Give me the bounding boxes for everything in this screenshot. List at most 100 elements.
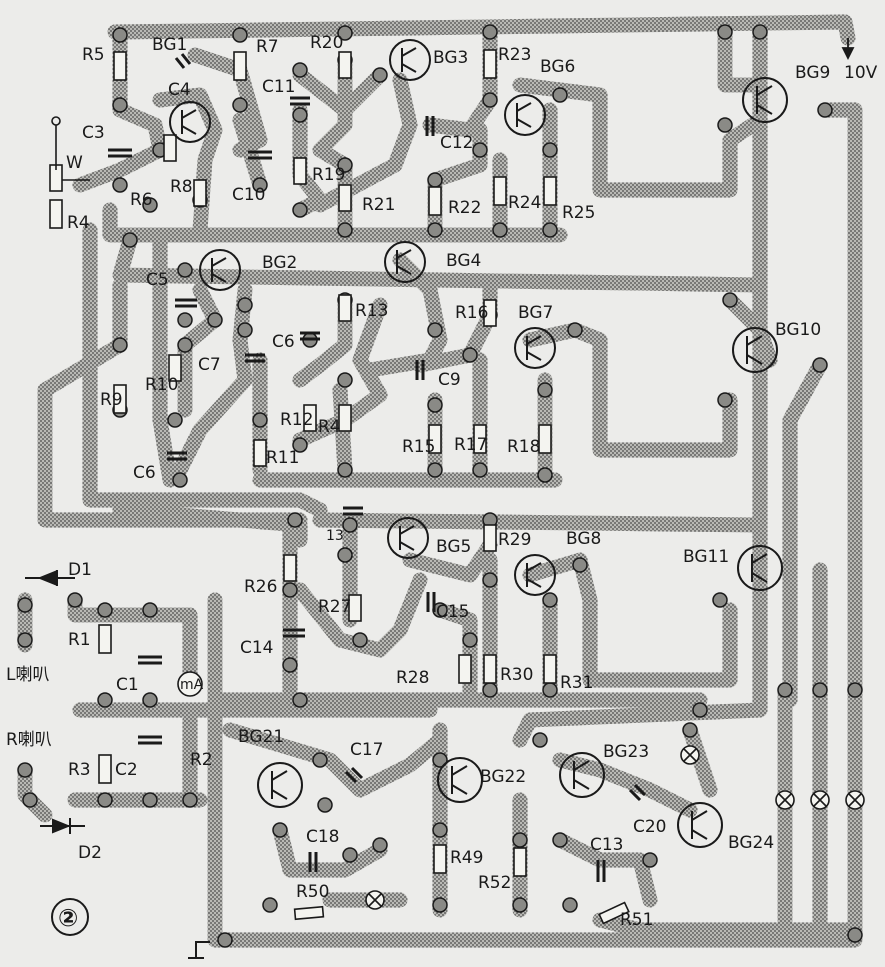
label-r18: R18 [507,437,540,457]
diode-symbols [25,570,85,834]
capacitor-bodies [108,53,647,882]
trace-bg8-out [522,552,738,688]
trace-inner-loop [82,222,328,518]
d2-symbol [40,818,85,834]
label-bg9: BG9 [795,63,830,83]
label-r15: R15 [402,437,435,457]
bg8-body [514,554,556,596]
label-c17: C17 [350,740,384,760]
label-c9: C9 [438,370,461,390]
label-r51: R51 [620,910,653,930]
ground-symbol [188,941,210,959]
trace-bottom-rail [207,692,863,948]
bg1-body [169,101,211,143]
indicator-lamps [365,745,865,910]
supply-label: 10V [844,63,878,83]
label-r13: R13 [355,301,388,321]
label-bg22: BG22 [480,767,526,787]
trace-c17 [222,722,448,798]
trace-bg3-e [312,72,418,213]
label-r9: R9 [100,390,123,410]
trace-r13 [292,292,353,388]
bg21-body [257,762,303,808]
label-r12: R12 [280,410,313,430]
label-r5: R5 [82,45,105,65]
label-r4b: R4 [318,417,341,437]
label-r30: R30 [500,665,533,685]
label-c10: C10 [232,185,266,205]
label-c13-small: 13 [326,528,344,544]
label-r6: R6 [130,190,153,210]
trace-c20 [552,752,698,818]
label-c20: C20 [633,817,667,837]
label-r8: R8 [170,177,193,197]
label-bg21: BG21 [238,727,284,747]
bg3-body [389,39,431,81]
label-c4: C4 [168,80,191,100]
trace-bg5-e [292,572,428,658]
bg9-body [742,77,788,123]
label-bg5: BG5 [436,537,471,557]
label-r50: R50 [296,882,329,902]
label-r49: R49 [450,848,483,868]
trace-bg10-in [722,292,778,368]
bg24-body [677,802,723,848]
d1-symbol [25,570,75,586]
transistor-bodies [169,39,788,848]
label-r20: R20 [310,33,343,53]
trace-c15 [402,537,498,583]
trace-left-loop [37,277,308,528]
label-r10: R10 [145,375,178,395]
label-r25: R25 [562,203,595,223]
meter-label: mA [180,677,204,693]
label-r16: R16 [455,303,488,323]
label-r1: R1 [68,630,91,650]
label-c18: C18 [306,827,340,847]
label-d1: D1 [68,560,92,580]
label-bg7: BG7 [518,303,553,323]
label-bg10: BG10 [775,320,821,340]
trace-bg11-col [512,532,768,748]
label-bg1: BG1 [152,35,187,55]
bg7-body [514,327,556,369]
label-c15: C15 [436,602,470,622]
figure-number-badge: ② [51,898,89,936]
bg22-body [437,757,483,803]
label-r29: R29 [498,530,531,550]
label-r3: R3 [68,760,91,780]
label-c14: C14 [240,638,274,658]
bg5-body [387,517,429,559]
label-r21: R21 [362,195,395,215]
label-c1: C1 [116,675,139,695]
component-labels: 10V BG1 BG2 BG3 BG4 BG5 BG6 BG7 BG8 BG9 … [6,33,878,930]
label-bg4: BG4 [446,251,481,271]
trace-r19 [292,102,328,218]
bg2-body [199,249,241,291]
label-d2: D2 [78,843,102,863]
label-r7: R7 [256,37,279,57]
trace-c13 [552,832,658,908]
label-r23: R23 [498,45,531,65]
label-c13: C13 [590,835,624,855]
label-r22: R22 [448,198,481,218]
trace-bg3-y [292,67,388,118]
bg23-body [559,752,605,798]
label-bg11: BG11 [683,547,729,567]
bg6-body [504,94,546,136]
trace-mid-rail-1 [102,202,568,243]
resistor-bodies [49,49,630,925]
label-r24: R24 [508,193,541,213]
label-r4a: R4 [67,213,90,233]
label-bg6: BG6 [540,57,575,77]
label-r2: R2 [190,750,213,770]
label-c6b: C6 [133,463,156,483]
label-r17: R17 [454,435,487,455]
label-w: W [66,153,83,173]
trace-top-rail [107,14,856,46]
trace-mid-rail-2 [112,232,768,293]
trace-bg4-e [292,297,388,448]
trace-c5-col [152,232,178,488]
label-r31: R31 [560,673,593,693]
